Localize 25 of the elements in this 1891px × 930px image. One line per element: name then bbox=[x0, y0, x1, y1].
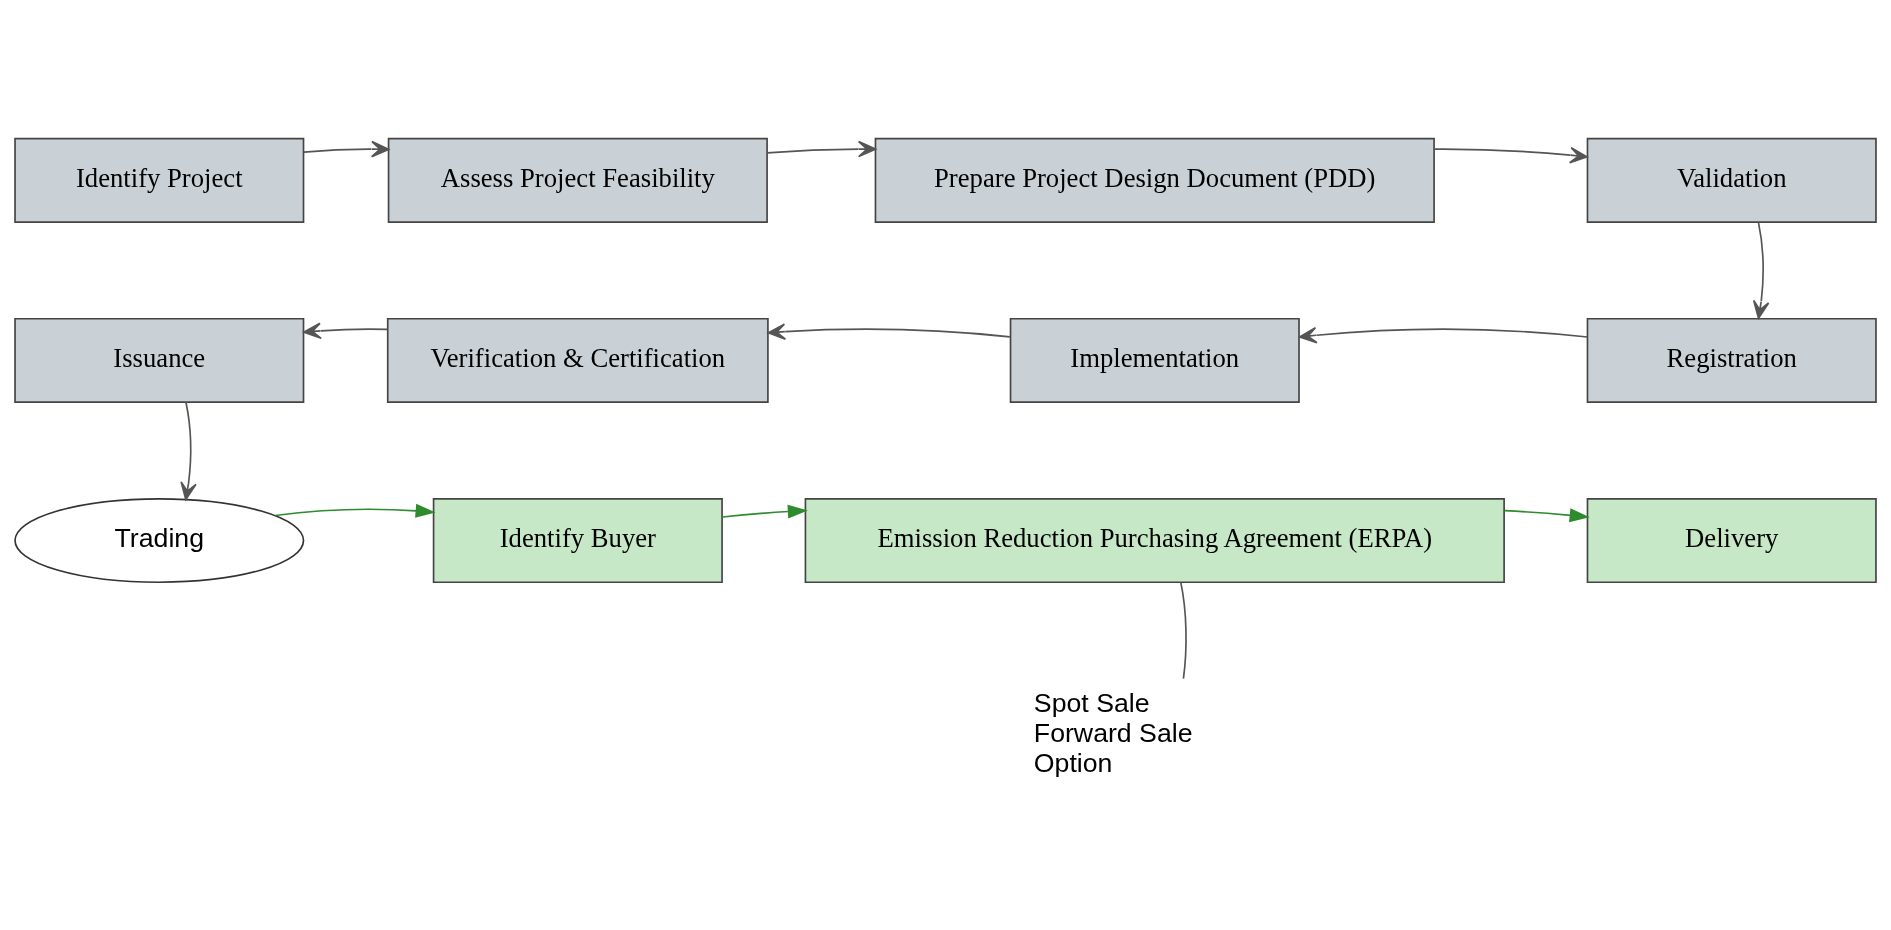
arrow bbox=[303, 140, 390, 157]
arrow bbox=[180, 400, 197, 500]
arrow bbox=[1503, 507, 1590, 522]
arrow bbox=[767, 322, 1011, 340]
arrow bbox=[1298, 326, 1589, 344]
node-box: Prepare Project Design Document (PDD) bbox=[874, 137, 1435, 223]
node-box: Identify Project bbox=[14, 137, 305, 223]
node-text: Spot Sale Forward Sale Option bbox=[1033, 687, 1193, 778]
node-box: Issuance bbox=[14, 317, 305, 403]
node-box: Implementation bbox=[1009, 317, 1300, 403]
node-box: Validation bbox=[1586, 137, 1877, 223]
node-box: Delivery bbox=[1586, 497, 1877, 583]
node-box: Emission Reduction Purchasing Agreement (ERPA) bbox=[804, 497, 1505, 583]
connector bbox=[1179, 581, 1187, 679]
node-box: Registration bbox=[1586, 317, 1877, 403]
node-box: Verification & Certification bbox=[386, 317, 769, 403]
node-box: Assess Project Feasibility bbox=[387, 137, 768, 223]
arrow bbox=[1752, 220, 1770, 319]
node-ellipse: Trading bbox=[14, 497, 305, 583]
arrow bbox=[1433, 146, 1588, 163]
arrow bbox=[274, 503, 436, 518]
node-box: Identify Buyer bbox=[432, 497, 723, 583]
arrow bbox=[303, 322, 389, 339]
arrow bbox=[766, 140, 877, 157]
arrow bbox=[721, 504, 808, 519]
